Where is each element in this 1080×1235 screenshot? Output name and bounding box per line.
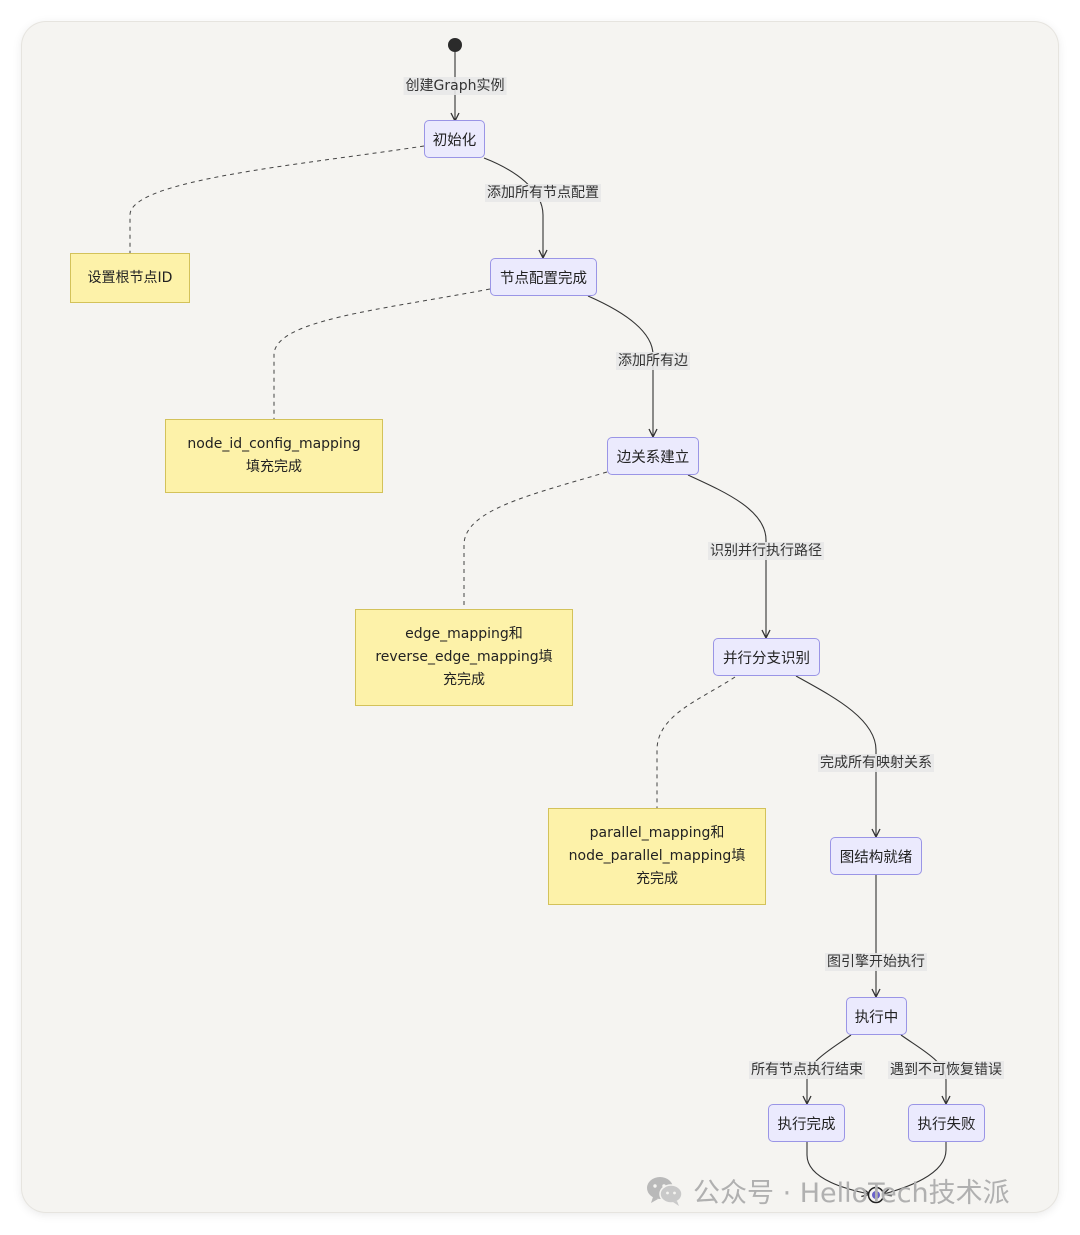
- note-parallel-mapping: parallel_mapping和 node_parallel_mapping填…: [548, 808, 766, 905]
- note-parallel-mapping-line: node_parallel_mapping填: [568, 848, 746, 864]
- state-parallel-id: 并行分支识别: [713, 638, 820, 676]
- watermark: 公众号 · HelloTech技术派: [645, 1171, 1010, 1210]
- note-node-mapping: node_id_config_mapping 填充完成: [165, 419, 383, 493]
- start-marker: [448, 38, 462, 52]
- note-edge-mapping-line: edge_mapping和: [405, 626, 523, 642]
- edge-add-nodes: [483, 157, 543, 257]
- state-nodes-done: 节点配置完成: [490, 258, 597, 296]
- state-init: 初始化: [424, 120, 485, 158]
- label-engine-start: 图引擎开始执行: [825, 953, 927, 971]
- label-identify-parallel: 识别并行执行路径: [708, 542, 824, 560]
- note-node-mapping-line: 填充完成: [245, 459, 302, 475]
- state-edges-built: 边关系建立: [607, 437, 699, 475]
- state-running: 执行中: [846, 997, 907, 1035]
- note-edge-mapping-line: reverse_edge_mapping填: [375, 649, 553, 665]
- note-edge-mapping-line: 充完成: [442, 672, 485, 688]
- edge-failed-to-end: [884, 1142, 947, 1194]
- state-exec-done: 执行完成: [768, 1104, 845, 1142]
- state-graph-ready: 图结构就绪: [830, 837, 922, 875]
- note-parallel-mapping-line: parallel_mapping和: [589, 825, 725, 841]
- label-complete-mapping: 完成所有映射关系: [818, 754, 934, 772]
- state-exec-failed: 执行失败: [908, 1104, 985, 1142]
- label-all-done: 所有节点执行结束: [749, 1061, 865, 1079]
- note-edge-mapping: edge_mapping和 reverse_edge_mapping填 充完成: [355, 609, 573, 706]
- note-link-edge-mapping: [463, 471, 608, 609]
- wechat-icon: [645, 1174, 685, 1208]
- label-add-edges: 添加所有边: [616, 352, 690, 370]
- note-root-text: 设置根节点ID: [87, 269, 173, 286]
- edge-fatal-error: [900, 1034, 946, 1103]
- label-add-nodes: 添加所有节点配置: [485, 184, 601, 202]
- edge-complete-mapping: [795, 675, 876, 836]
- edge-done-to-end: [806, 1142, 869, 1194]
- label-fatal-error: 遇到不可恢复错误: [888, 1061, 1004, 1079]
- edge-all-done: [807, 1034, 852, 1103]
- end-marker-dot: [872, 1191, 880, 1199]
- note-node-mapping-line: node_id_config_mapping: [187, 436, 361, 452]
- note-link-root: [129, 145, 425, 253]
- note-root: 设置根节点ID: [70, 253, 190, 303]
- note-link-parallel-mapping: [656, 676, 736, 808]
- note-link-node-mapping: [273, 288, 491, 419]
- edge-identify-parallel: [687, 474, 766, 637]
- watermark-text: 公众号 · HelloTech技术派: [693, 1178, 1010, 1209]
- label-create: 创建Graph实例: [403, 77, 507, 95]
- note-parallel-mapping-line: 充完成: [635, 871, 678, 887]
